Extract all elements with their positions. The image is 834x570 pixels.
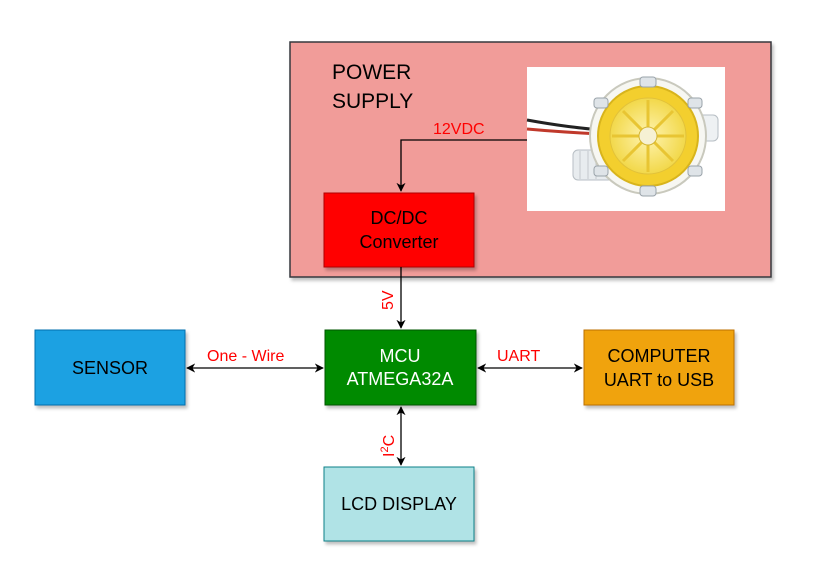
dc-dc-converter-node: DC/DC Converter <box>323 192 475 268</box>
lcd-display-node: LCD DISPLAY <box>323 466 475 542</box>
edge-generator-to-converter: 12VDC <box>396 121 527 192</box>
edge-converter-to-mcu: 5V <box>380 267 406 329</box>
edge-label-i2c: I2C <box>379 435 398 457</box>
computer-label-line1: COMPUTER <box>608 346 711 366</box>
edge-mcu-computer: UART <box>477 348 583 373</box>
edge-sensor-mcu: One - Wire <box>186 348 324 373</box>
lcd-display-label: LCD DISPLAY <box>341 494 457 514</box>
dc-dc-converter-label-line2: Converter <box>359 232 438 252</box>
edge-label-one-wire: One - Wire <box>207 348 284 365</box>
computer-node: COMPUTER UART to USB <box>583 329 735 406</box>
lcd-display-box <box>323 466 475 542</box>
computer-label-line2: UART to USB <box>604 370 714 390</box>
power-supply-group: POWER SUPPLY <box>289 41 772 278</box>
edge-mcu-lcd: I2C <box>379 406 406 466</box>
sensor-node: SENSOR <box>34 329 186 406</box>
edge-label-12vdc: 12VDC <box>433 121 485 138</box>
power-supply-title-line2: SUPPLY <box>332 90 413 113</box>
mcu-label-line1: MCU <box>380 346 421 366</box>
sensor-box <box>34 329 186 406</box>
mcu-box <box>324 329 477 406</box>
mcu-node: MCU ATMEGA32A <box>324 329 477 406</box>
power-supply-title-line1: POWER <box>332 61 411 84</box>
edge-label-5v: 5V <box>380 290 397 310</box>
mcu-label-line2: ATMEGA32A <box>347 369 454 389</box>
computer-box <box>583 329 735 406</box>
water-turbine-generator-image <box>526 67 725 211</box>
dc-dc-converter-label-line1: DC/DC <box>371 208 428 228</box>
edge-label-uart: UART <box>497 348 540 365</box>
dc-dc-converter-box <box>323 192 475 268</box>
sensor-label: SENSOR <box>72 358 148 378</box>
